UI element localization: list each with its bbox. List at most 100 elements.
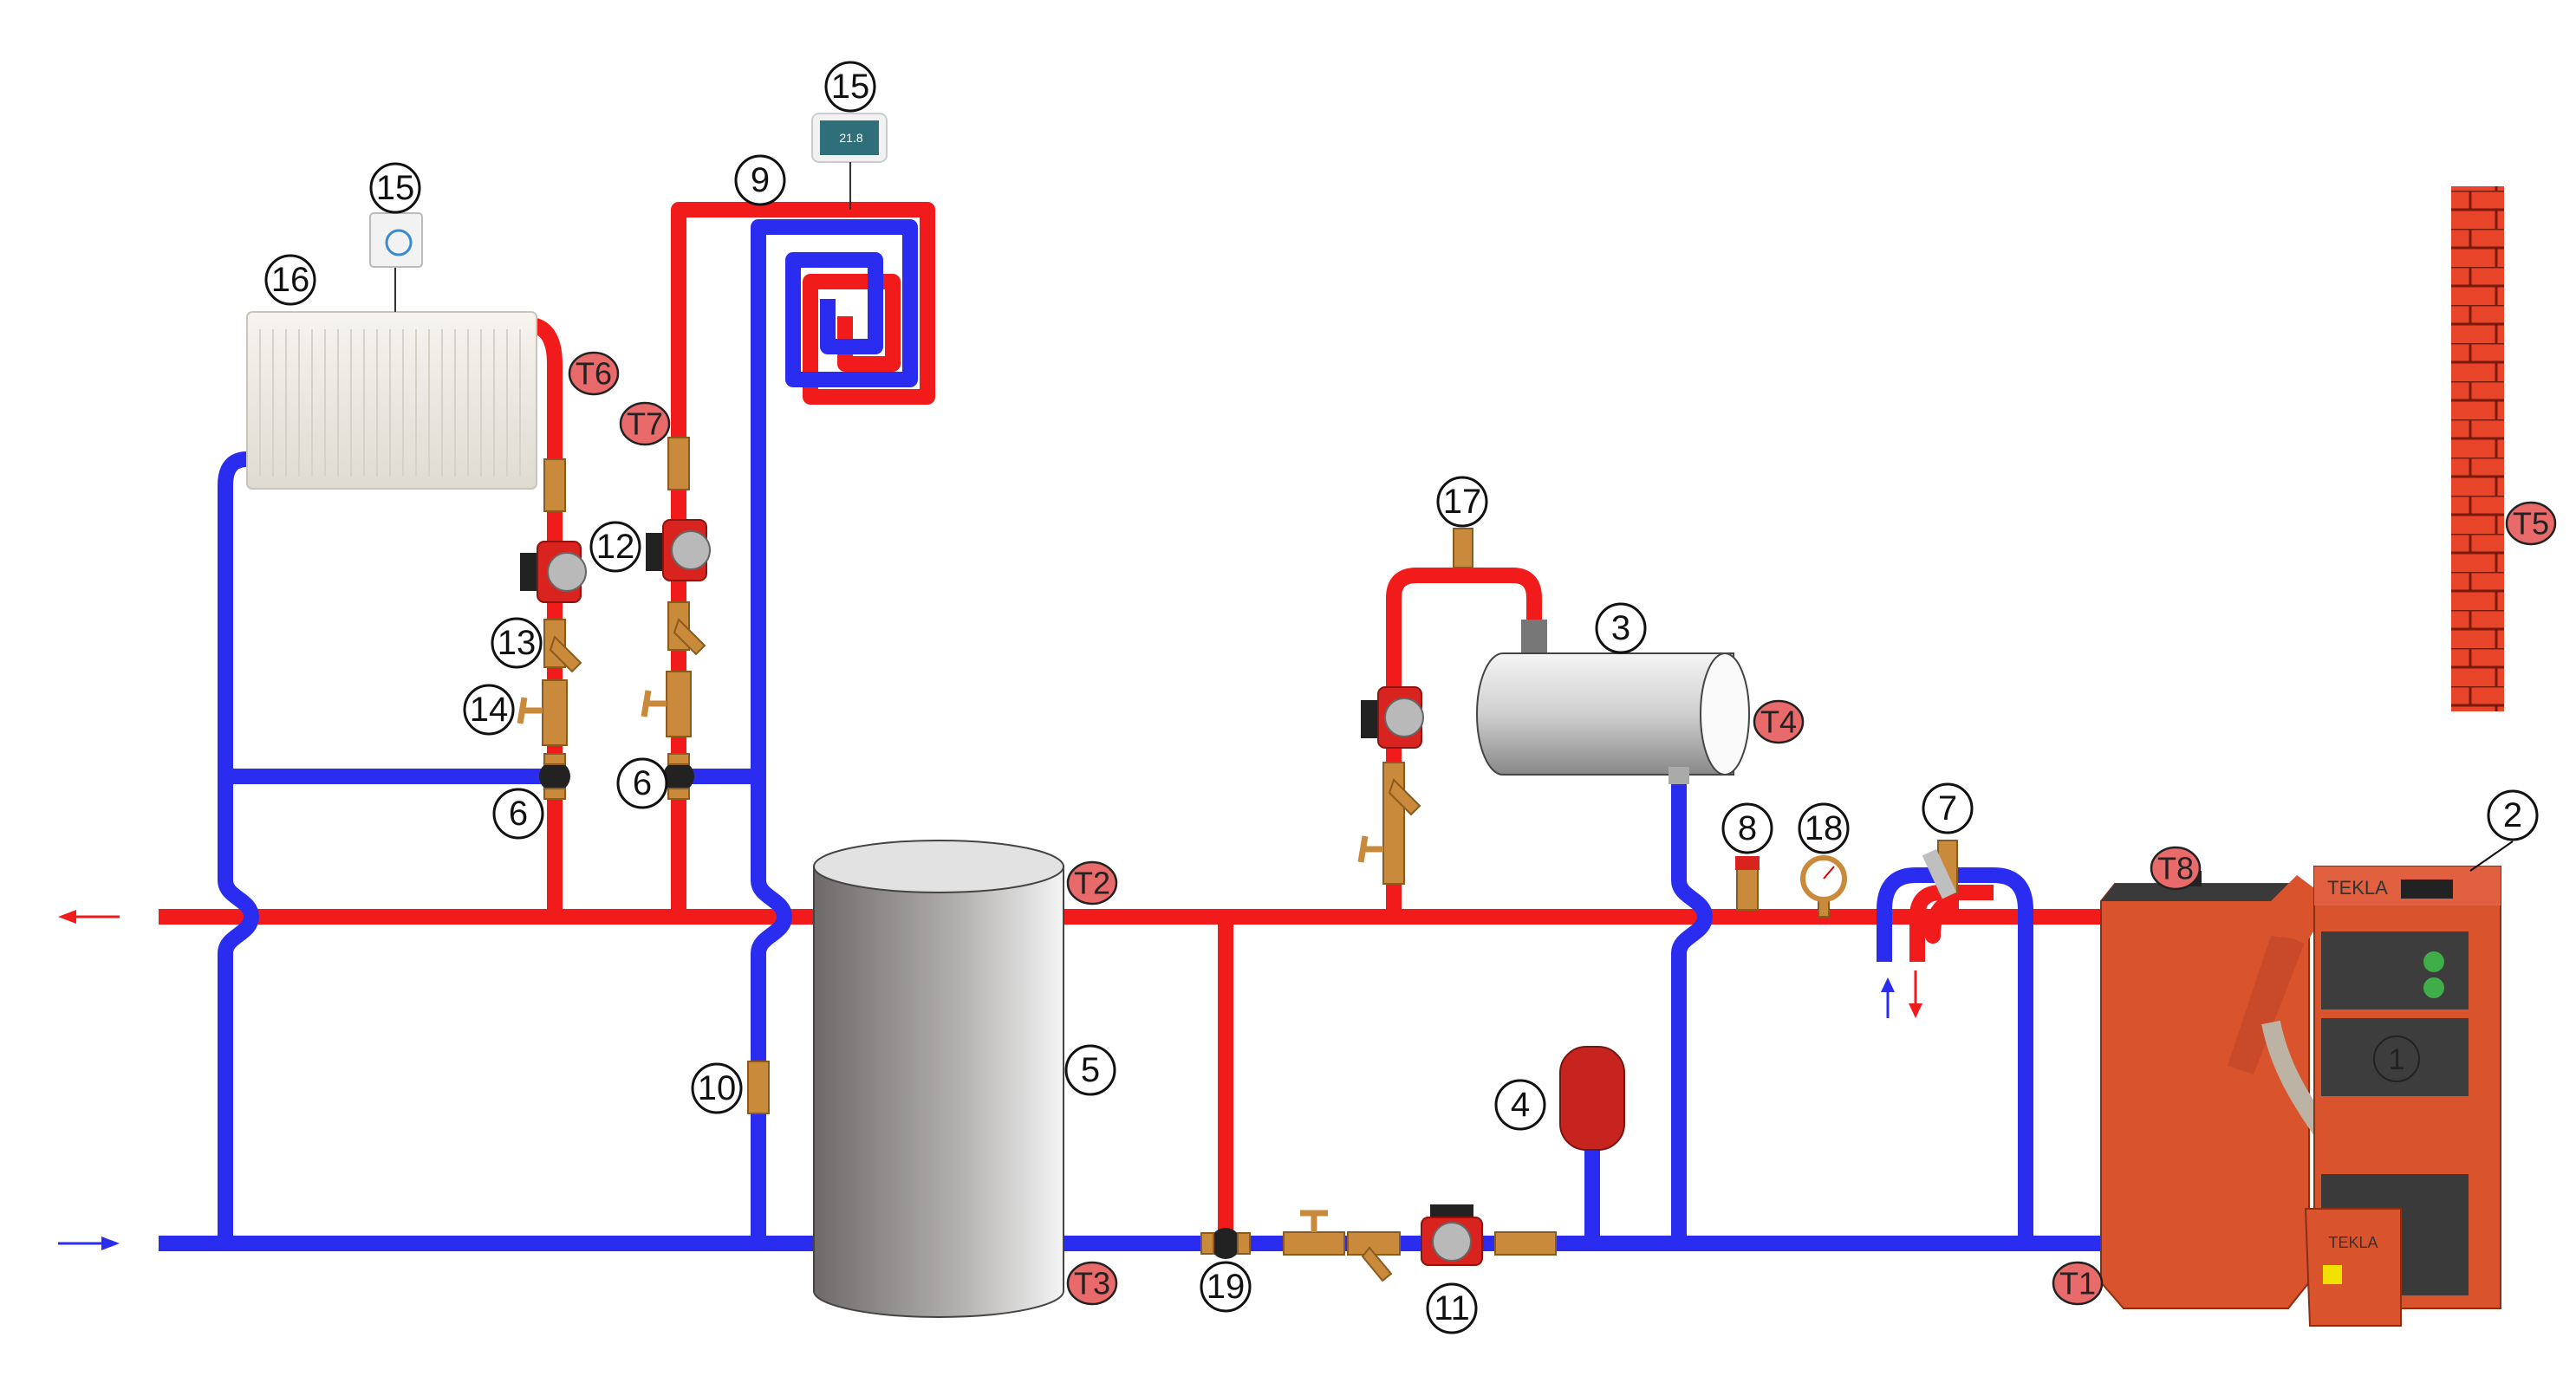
pellet-boiler: TEKLA 1 TEKLA bbox=[2100, 841, 2514, 1327]
pellet-burner bbox=[2304, 1208, 2402, 1327]
floor-return-riser bbox=[751, 219, 918, 1243]
expansion-vessel bbox=[1559, 1046, 1625, 1151]
label-text: 5 bbox=[1081, 1051, 1100, 1089]
strainer bbox=[543, 619, 582, 673]
boiler-lower-door bbox=[2321, 1018, 2469, 1096]
label-text: 19 bbox=[1207, 1268, 1246, 1306]
label-text: T7 bbox=[627, 406, 663, 442]
floor-supply-riser bbox=[671, 202, 935, 917]
floor-circuit-components bbox=[641, 437, 770, 1114]
label-underfloor-heating: 9 bbox=[734, 154, 786, 206]
label-text: 11 bbox=[1434, 1289, 1470, 1327]
supply-pipes bbox=[159, 202, 2109, 1243]
label-expansion-vessel: 4 bbox=[1494, 1079, 1546, 1131]
label-text: 15 bbox=[376, 169, 415, 207]
arrow-down-icon bbox=[1909, 970, 1922, 1018]
label-text: T4 bbox=[1760, 704, 1797, 740]
label-thermostat-top: 15 bbox=[824, 61, 876, 113]
sensor-t3: T3 bbox=[1066, 1261, 1118, 1306]
label-text: 14 bbox=[470, 691, 509, 729]
circulation-pump bbox=[1421, 1204, 1483, 1266]
union-fitting bbox=[543, 458, 566, 512]
label-boiler-pump: 11 bbox=[1426, 1282, 1478, 1334]
dhw-cold-return bbox=[1671, 771, 1713, 1243]
sensor-t5: T5 bbox=[2505, 501, 2557, 546]
label-dhw-cylinder: 3 bbox=[1595, 602, 1647, 654]
thermostat-temperature: 21.8 bbox=[839, 131, 862, 145]
radiator-return-riser bbox=[218, 451, 259, 1243]
ball-valve bbox=[1283, 1210, 1345, 1256]
label-bypass-valve: 19 bbox=[1200, 1261, 1252, 1313]
arrow-left-icon bbox=[58, 910, 120, 924]
label-text: 4 bbox=[1511, 1086, 1530, 1124]
bypass-valve bbox=[1200, 1228, 1251, 1259]
label-text: 2 bbox=[2503, 796, 2522, 834]
return-fitting bbox=[747, 1061, 770, 1114]
dhw-coil-supply bbox=[1386, 568, 1542, 917]
radiator-circuit-components bbox=[517, 458, 587, 800]
label-strainer: 13 bbox=[491, 617, 543, 669]
union-fitting bbox=[1494, 1231, 1557, 1256]
sensor-t2: T2 bbox=[1066, 860, 1118, 905]
label-text: 18 bbox=[1805, 809, 1844, 847]
label-buffer-tank: 5 bbox=[1064, 1044, 1116, 1096]
boiler-brand: TEKLA bbox=[2327, 877, 2388, 899]
sensor-t4: T4 bbox=[1753, 699, 1805, 744]
label-text: 9 bbox=[751, 161, 770, 199]
label-circuit-pump: 12 bbox=[589, 521, 641, 573]
label-text: 13 bbox=[498, 624, 537, 662]
label-text: T2 bbox=[1074, 866, 1110, 901]
label-text: 10 bbox=[698, 1069, 737, 1107]
label-pressure-gauge: 18 bbox=[1798, 802, 1850, 854]
sensor-t8: T8 bbox=[2150, 846, 2202, 891]
room-thermostat bbox=[369, 212, 423, 268]
burner-brand: TEKLA bbox=[2328, 1234, 2378, 1251]
sensor-t1: T1 bbox=[2052, 1261, 2104, 1306]
label-text: T6 bbox=[576, 356, 612, 392]
dhw-hot-loop bbox=[1925, 893, 1960, 944]
union-fitting bbox=[667, 437, 690, 490]
label-text: T1 bbox=[2059, 1266, 2096, 1301]
label-mixing-valve-radiator: 6 bbox=[492, 788, 544, 840]
boiler-upper-door bbox=[2321, 931, 2469, 1009]
circulation-pump bbox=[520, 541, 587, 603]
label-text: T5 bbox=[2513, 506, 2549, 542]
label-return-fitting: 10 bbox=[691, 1062, 743, 1114]
label-text: 7 bbox=[1938, 789, 1957, 828]
sensor-t6: T6 bbox=[568, 351, 620, 396]
label-thermostatic-valve: 7 bbox=[1922, 782, 1974, 834]
arrow-right-icon bbox=[58, 1236, 120, 1250]
label-text: T8 bbox=[2157, 851, 2194, 886]
dhw-cylinder bbox=[1476, 620, 1750, 784]
label-boiler-controller: 2 bbox=[2487, 789, 2539, 841]
label-text: 3 bbox=[1611, 609, 1630, 647]
buffer-tank bbox=[813, 840, 1064, 1318]
label-air-vent: 17 bbox=[1436, 476, 1488, 528]
boiler-return-components bbox=[1283, 1204, 1557, 1282]
label-mixing-valve-floor: 6 bbox=[616, 757, 668, 809]
three-way-valve bbox=[539, 753, 570, 800]
ball-valve bbox=[641, 671, 692, 737]
label-text: T3 bbox=[1074, 1266, 1110, 1301]
label-thermostat-left: 15 bbox=[369, 162, 421, 214]
label-text: 15 bbox=[831, 68, 870, 106]
pressure-gauge bbox=[1800, 855, 1847, 918]
arrow-up-icon bbox=[1881, 977, 1895, 1018]
dhw-strainer-valve bbox=[1357, 762, 1421, 885]
safety-valve bbox=[1735, 856, 1760, 911]
label-text: 16 bbox=[271, 261, 310, 299]
label-text: 17 bbox=[1443, 483, 1482, 521]
chimney bbox=[2451, 186, 2504, 711]
strainer bbox=[1347, 1231, 1401, 1282]
dhw-pump bbox=[1361, 686, 1424, 749]
label-text: 8 bbox=[1738, 809, 1757, 847]
strainer bbox=[667, 601, 706, 656]
label-ball-valve: 14 bbox=[463, 684, 515, 736]
three-way-valve bbox=[663, 753, 694, 800]
air-vent bbox=[1453, 528, 1473, 568]
label-text: 12 bbox=[596, 528, 635, 566]
label-text: 6 bbox=[509, 795, 528, 833]
label-safety-valve: 8 bbox=[1721, 802, 1773, 854]
circulation-pump bbox=[646, 519, 711, 581]
